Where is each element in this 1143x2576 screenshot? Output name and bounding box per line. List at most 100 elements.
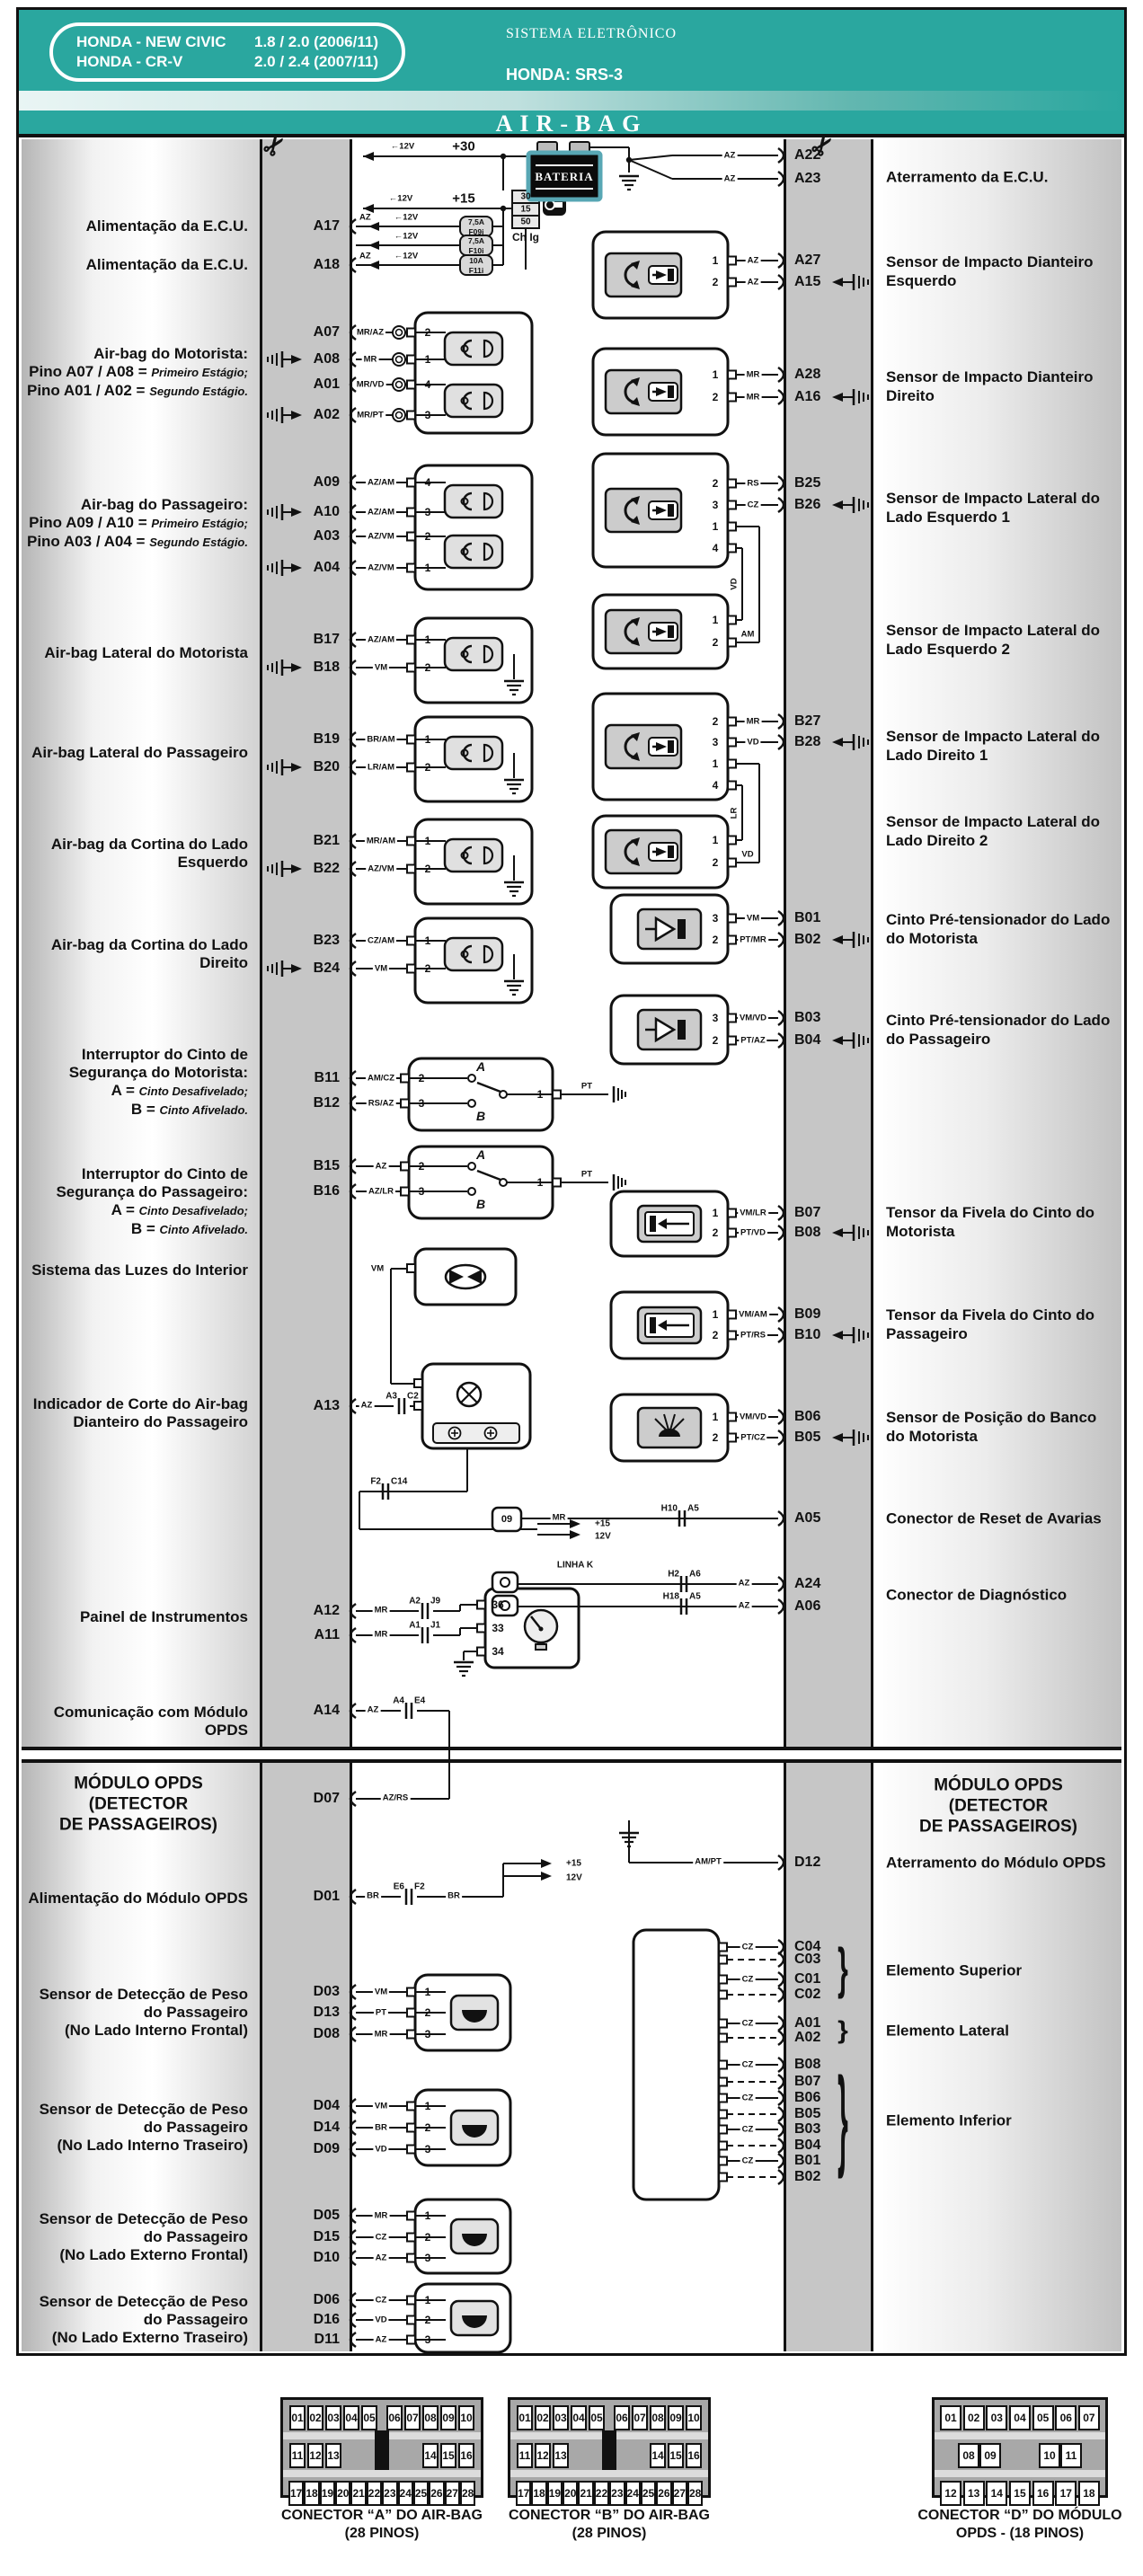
ecu-pin-label: A03 — [313, 528, 340, 544]
component-pin-number: 2 — [712, 1431, 719, 1444]
connector-pin-cell: 17 — [1055, 2481, 1077, 2506]
component-pin-number: 1 — [424, 733, 431, 746]
ecu-pin-label: A28 — [794, 367, 821, 382]
ecu-pin-label: B08 — [794, 2057, 821, 2072]
component-pin-number: 2 — [712, 934, 719, 946]
ecu-pin-label: D15 — [313, 2229, 340, 2244]
ecu-pin-label: B01 — [794, 910, 821, 925]
switch-position-a: A — [475, 1059, 486, 1074]
connector-pin-cell: 03 — [325, 2405, 341, 2430]
gradient-band — [19, 91, 1124, 111]
wire-color-label: BR — [365, 1890, 381, 1901]
connector-pin-cell: 01 — [517, 2405, 533, 2430]
ecu-pin-label: A04 — [313, 560, 340, 575]
wire-color-label: AZ/AM — [365, 477, 397, 488]
connector-pin-cell: 24 — [625, 2481, 641, 2506]
wire-color-label: AM/PT — [693, 1856, 723, 1867]
connector-pin-cell: 12 — [940, 2481, 961, 2506]
ecu-pin-label: A24 — [794, 1576, 821, 1591]
supply-12v-label: ←12V — [394, 212, 419, 223]
wire-color-label: AZ — [359, 251, 371, 261]
connector-pin-cell: 14 — [986, 2481, 1008, 2506]
supply-12v-label: ←12V — [390, 141, 415, 152]
ignition-terminal: 50 — [520, 217, 531, 227]
ecu-pin-label: B18 — [313, 659, 340, 675]
connector-pin-cell: 03 — [553, 2405, 569, 2430]
ecu-pin-label: B11 — [314, 1070, 340, 1085]
ecu-pin-label: B26 — [794, 497, 821, 512]
fuse-rating: 10A — [469, 256, 483, 265]
component-pin-number: 1 — [712, 834, 719, 846]
wire-color-label: AZ — [373, 2334, 389, 2345]
component-pin-number: 1 — [424, 2209, 431, 2222]
connector-pin-cell: 28 — [459, 2481, 476, 2506]
ecu-pin-label: A22 — [794, 147, 821, 163]
fuse-id: F10i — [468, 246, 484, 255]
system-label: SISTEMA ELETRÔNICO — [506, 26, 677, 41]
component-pin-number: 1 — [712, 254, 719, 267]
connector-pin-cell: 16 — [1032, 2481, 1054, 2506]
connector-pin-cell: 04 — [571, 2405, 587, 2430]
system-name: HONDA: SRS-3 — [506, 66, 624, 84]
connector-pin-cell: 09 — [979, 2443, 1001, 2468]
connector-pin-cell: 24 — [397, 2481, 413, 2506]
ecu-pin-label: A15 — [794, 274, 821, 289]
wire-color-label: MR — [550, 1512, 568, 1523]
ecu-pin-label: B06 — [794, 2090, 821, 2105]
ecu-pin-label: A07 — [313, 324, 340, 340]
component-pin-number: 1 — [424, 835, 431, 847]
wire-color-label: AZ/RS — [380, 1793, 411, 1803]
junction-label: A5 — [689, 1591, 701, 1602]
connector-pin-cell: 01 — [940, 2405, 961, 2430]
component-pin-number: 1 — [536, 1088, 544, 1101]
connector-pin-cell: 21 — [578, 2481, 594, 2506]
ecu-pin-label: D01 — [313, 1889, 340, 1904]
connector-notch — [375, 2430, 389, 2470]
ecu-pin-label: B25 — [794, 475, 821, 491]
title-band: AIR-BAG — [19, 111, 1124, 137]
wire-color-label: AZ — [359, 212, 371, 223]
wire-color-label: MR/PT — [355, 410, 385, 420]
component-pin-number: 3 — [418, 1097, 425, 1110]
model1-name: HONDA - NEW CIVIC — [76, 33, 226, 50]
component-pin-number: 4 — [424, 476, 431, 489]
component-pin-number: 2 — [712, 391, 719, 403]
wire-color-label: VM — [368, 1263, 386, 1274]
wire-color-label: VM/AM — [737, 1309, 769, 1320]
junction-label: H2 — [668, 1569, 679, 1580]
wire-color-label: AZ — [365, 1704, 381, 1715]
model2-spec: 2.0 / 2.4 (2007/11) — [254, 53, 378, 70]
connector-pin-cell: 07 — [632, 2405, 648, 2430]
component-pin-number: 2 — [424, 863, 431, 875]
switch-position-a: A — [475, 1147, 486, 1162]
connector-pin-cell: 18 — [1077, 2481, 1100, 2506]
ecu-pin-label: B10 — [794, 1327, 821, 1342]
connector-pin-cell: 06 — [386, 2405, 403, 2430]
circuit-label: Conector de Diagnóstico — [886, 1586, 1068, 1604]
wire-color-label: CZ — [740, 2093, 756, 2103]
ecu-pin-label: C02 — [794, 1987, 821, 2002]
ecu-pin-label: A16 — [794, 389, 821, 404]
ecu-pin-label: B05 — [794, 1430, 821, 1445]
component-pin-number: 1 — [424, 934, 431, 947]
wire-color-label: AZ — [373, 2253, 389, 2263]
group-brace: } — [837, 2057, 848, 2181]
connector-pin-cell: 16 — [458, 2443, 474, 2468]
junction-label: F2 — [370, 1476, 381, 1487]
ecu-pin-label: D10 — [313, 2250, 340, 2265]
ecu-pin-label: C04 — [794, 1939, 821, 1954]
ecu-pin-label: D06 — [313, 2292, 340, 2307]
wire-color-label: AM — [740, 629, 755, 640]
